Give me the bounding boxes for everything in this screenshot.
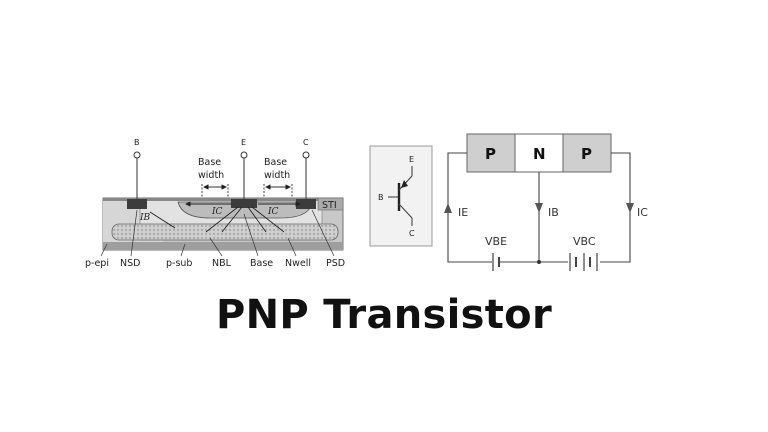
base-width-left-bottom: width [198,170,224,181]
e-terminal-label: E [241,138,246,147]
c-terminal-label: C [303,138,309,147]
ib-arrow [535,203,543,213]
symbol-b-label: B [378,193,384,202]
symbol-frame [369,145,433,247]
base-width-right-bottom: width [264,170,290,181]
region-p-right [562,133,612,173]
carrier-flow-lines [149,201,301,233]
label-nsd: NSD [120,258,140,269]
symbol-collector-lead [398,203,413,219]
label-p-sub: p-sub [166,258,192,269]
ic-label: IC [637,206,648,219]
substrate-bottom [103,242,343,250]
region-p-right-label: P [581,145,592,163]
ic-flow-label-right: IC [267,207,279,217]
vbc-label: VBC [573,235,596,248]
sti-region [317,197,344,211]
pnp-cross-section: B E C Base width Base width STI IB IC IC [85,138,345,269]
page-title: PNP Transistor [216,292,552,338]
sti-label: STI [322,200,337,211]
vbe-label: VBE [485,235,507,248]
ie-arrow [444,203,452,213]
region-n-label: N [533,145,546,163]
emitter-contact [231,199,257,208]
region-n [514,133,564,173]
base-width-left-top: Base [198,157,221,168]
region-p-left [466,133,516,173]
ib-flow-label: IB [139,213,151,223]
ie-label: IE [458,206,468,219]
symbol-c-label: C [409,229,415,238]
b-terminal-label: B [134,138,140,147]
surface-line [103,198,343,201]
ic-flow-label-left: IC [211,207,223,217]
symbol-emitter-arrow [401,180,408,188]
label-p-epi: p-epi [85,258,109,269]
label-nbl: NBL [212,258,232,269]
e-terminal-node [240,151,248,159]
label-psd: PSD [326,258,345,269]
ic-arrow [626,203,634,213]
base-junction-dot [537,260,541,264]
b-terminal-node [133,151,141,159]
symbol-e-label: E [409,155,414,164]
nbl-layer [111,223,339,241]
cross-section-leaders [100,209,335,257]
pnp-circuit: P N P IE IB IC [444,133,648,271]
pnp-symbol: E B C [369,145,433,247]
psd-contact [296,199,316,209]
region-p-left-label: P [485,145,496,163]
ib-label: IB [548,206,559,219]
base-width-right-top: Base [264,157,287,168]
label-base: Base [250,258,273,269]
nsd-contact [127,199,147,209]
c-terminal-node [302,151,310,159]
vbc-battery [569,253,598,271]
label-nwell: Nwell [285,258,311,269]
